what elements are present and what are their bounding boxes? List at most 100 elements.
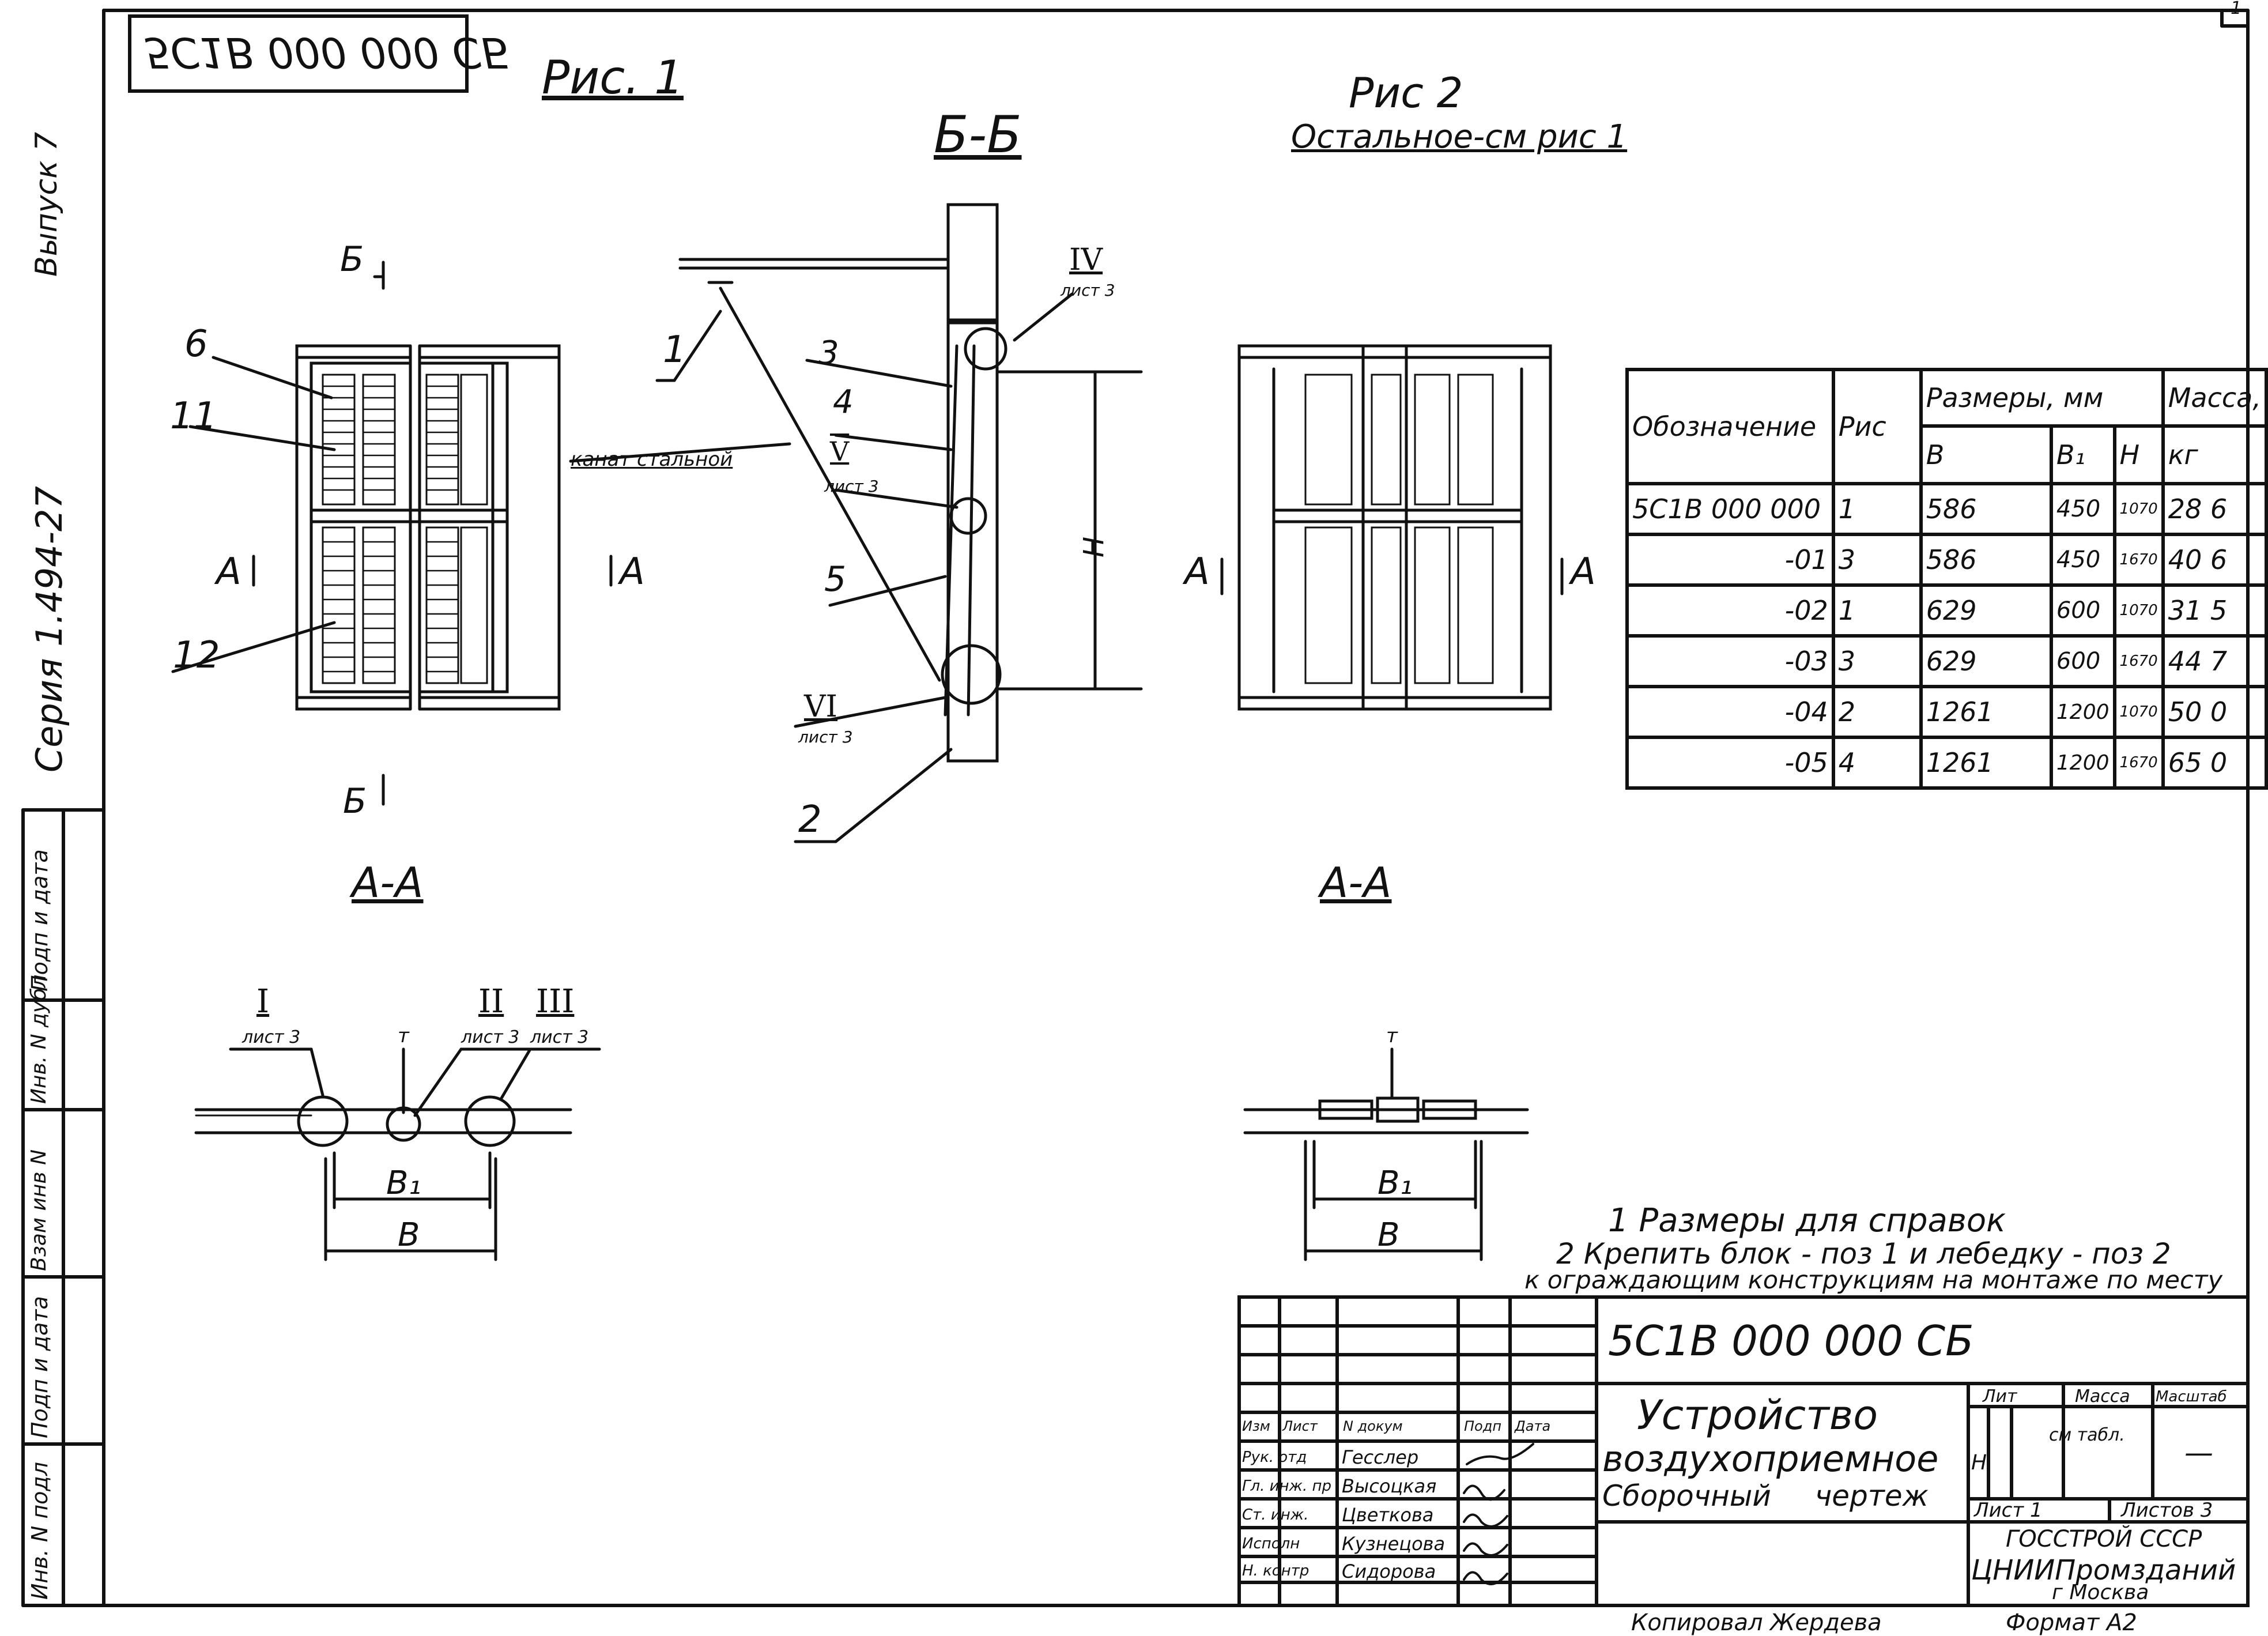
spec-table: Обозначение Рис Размеры, мм Масса, В В₁ … [1625, 368, 2268, 790]
name-3: Цветкова [1342, 1504, 1434, 1526]
dim-t-right: т [1386, 1024, 1398, 1047]
table-row: -02 1 629 600 1070 31 5 [1625, 583, 2268, 638]
table-row: -03 3 629 600 1670 44 7 [1625, 634, 2268, 688]
arrow-a-right: А [620, 551, 645, 593]
org-line-1: ГОССТРОЙ СССР [2006, 1526, 2202, 1552]
cell-h: 1070 [2112, 482, 2165, 536]
position-3: 3 [818, 334, 839, 372]
table-row: -01 3 586 450 1670 40 6 [1625, 533, 2268, 587]
position-4: 4 [833, 383, 854, 421]
mass-value: см табл. [2049, 1425, 2125, 1445]
callout-vi-number: VI [804, 689, 838, 724]
callout-ii-sheet: лист 3 [461, 1027, 520, 1047]
stamp-box [128, 14, 469, 93]
th-b1: В₁ [2049, 424, 2116, 485]
vypusk-label: Выпуск 7 [29, 131, 64, 277]
arrow-a-left: А [216, 551, 241, 593]
callout-iii-number: III [536, 983, 575, 1020]
cell-fig: 4 [1831, 736, 1923, 790]
plan-aa-left [194, 1047, 601, 1261]
cell-mass: 44 7 [2161, 634, 2268, 688]
th-designation: Обозначение [1625, 368, 1835, 485]
name-2: Высоцкая [1342, 1475, 1437, 1497]
format-label: Формат А2 [2006, 1609, 2137, 1636]
name-1: Гесслер [1342, 1446, 1419, 1468]
strip-cell-3: Взам инв N [27, 1149, 51, 1271]
section-aa-right-title: А-А [1320, 858, 1392, 907]
figure2-title: Рис 2 [1349, 69, 1463, 117]
scale-label: Масштаб [2156, 1388, 2227, 1405]
cell-designation: -01 [1625, 533, 1835, 587]
position-12: 12 [173, 634, 220, 677]
position-5: 5 [824, 559, 847, 600]
col-list: Лист [1282, 1418, 1318, 1434]
note-2: 2 Крепить блок - поз 1 и лебедку - поз 2 [1556, 1237, 2171, 1271]
cell-fig: 1 [1831, 482, 1923, 536]
name-4: Кузнецова [1342, 1533, 1446, 1555]
org-line-2: ЦНИИПромзданий [1971, 1554, 2236, 1586]
cell-h: 1070 [2112, 583, 2165, 638]
callout-ii-number: II [478, 983, 504, 1020]
left-strip [21, 808, 105, 1607]
cell-designation: -05 [1625, 736, 1835, 790]
th-dims: Размеры, мм [1919, 368, 2165, 428]
callout-iv-sheet: лист 3 [1061, 281, 1115, 300]
callout-iv-number: IV [1069, 243, 1103, 277]
cell-fig: 2 [1831, 685, 1923, 739]
cell-fig: 1 [1831, 583, 1923, 638]
page-number: 1 [2231, 0, 2242, 18]
figure1-grille [171, 261, 613, 806]
cell-b: 629 [1919, 583, 2053, 638]
rope-label: канат стальной [571, 448, 733, 471]
strip-cell-4: Подп и дата [27, 1296, 52, 1438]
arrow-a-right-fig2: А [1571, 551, 1596, 593]
dim-b-right: В [1378, 1216, 1400, 1254]
col-data: Дата [1515, 1418, 1551, 1434]
cell-b1: 600 [2049, 634, 2116, 688]
col-ndok: N докум [1343, 1418, 1403, 1434]
lit-value: Н [1971, 1451, 1987, 1475]
strip-cell-2: Инв. N дубл [27, 974, 51, 1104]
cell-b1: 450 [2049, 482, 2116, 536]
cell-b: 586 [1919, 482, 2053, 536]
copied-by: Копировал Жердева [1631, 1609, 1882, 1636]
cell-designation: 5С1В 000 000 [1625, 482, 1835, 536]
table-row: 5С1В 000 000 1 586 450 1070 28 6 [1625, 482, 2268, 536]
callout-v-number: V [830, 436, 850, 467]
cell-h: 1670 [2112, 736, 2165, 790]
cell-h: 1670 [2112, 533, 2165, 587]
cell-b1: 1200 [2049, 736, 2116, 790]
role-5: Н. контр [1242, 1562, 1310, 1580]
callout-i-number: I [256, 983, 270, 1020]
org-line-3: г Москва [2052, 1581, 2149, 1604]
cell-mass: 65 0 [2161, 736, 2268, 790]
cell-fig: 3 [1831, 533, 1923, 587]
callout-v-sheet: лист 3 [824, 477, 879, 496]
cell-b1: 600 [2049, 583, 2116, 638]
position-1: 1 [663, 329, 686, 371]
cell-designation: -02 [1625, 583, 1835, 638]
title-line-3: Сборочный чертеж [1602, 1479, 1929, 1513]
position-2: 2 [798, 798, 822, 841]
lit-label: Лит [1983, 1386, 2017, 1407]
title-block-code: 5С1В 000 000 СБ [1608, 1317, 1974, 1365]
col-izm: Изм [1242, 1418, 1270, 1434]
figure2-grille [1220, 344, 1564, 711]
cell-h: 1670 [2112, 634, 2165, 688]
th-mass-unit: кг [2161, 424, 2268, 485]
figure1-title: Рис. 1 [542, 51, 684, 104]
title-line-1: Устройство [1637, 1392, 1878, 1439]
mass-label: Масса [2075, 1386, 2130, 1407]
cell-b: 1261 [1919, 685, 2053, 739]
title-line-2: воздухоприемное [1602, 1438, 1939, 1480]
arrow-b-bottom: Б [343, 781, 367, 821]
table-row: -05 4 1261 1200 1670 65 0 [1625, 736, 2268, 790]
cell-designation: -03 [1625, 634, 1835, 688]
section-bb-title: Б-Б [934, 105, 1022, 164]
cell-mass: 40 6 [2161, 533, 2268, 587]
dim-t-left: т [398, 1024, 409, 1047]
cell-b1: 450 [2049, 533, 2116, 587]
position-6: 6 [184, 323, 208, 365]
figure2-subtitle: Остальное-см рис 1 [1291, 118, 1628, 156]
th-h: Н [2112, 424, 2165, 485]
